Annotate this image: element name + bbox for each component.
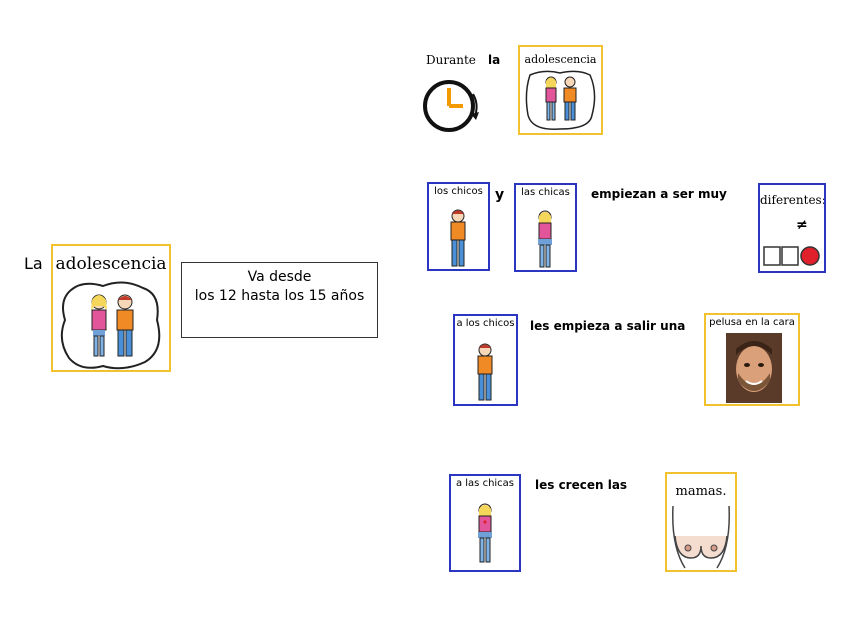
- pelusa-card: pelusa en la cara: [704, 313, 800, 406]
- textbox-line2: los 12 hasta los 15 años: [194, 288, 365, 304]
- age-range-textbox: Va desde los 12 hasta los 15 años: [181, 262, 378, 338]
- boy-icon: [477, 343, 493, 401]
- bearded-face-photo: [726, 333, 782, 403]
- a-las-chicas-card: a las chicas: [449, 474, 521, 572]
- not-equal-symbol: ≠: [796, 217, 808, 233]
- girl-icon: [538, 210, 552, 268]
- boy-icon: [450, 209, 466, 267]
- clock-label: Durante: [426, 53, 476, 67]
- different-shapes-icon: [763, 246, 820, 266]
- row3-phrase: les empieza a salir una: [530, 319, 686, 333]
- las-chicas-card: las chicas: [514, 183, 577, 272]
- los-chicos-card: los chicos: [427, 182, 490, 271]
- card-caption: los chicos: [434, 186, 483, 197]
- girl-icon: [478, 503, 492, 563]
- card-caption: a los chicos: [456, 318, 515, 329]
- card-title: adolescencia: [55, 254, 167, 274]
- card-title: adolescencia: [524, 53, 597, 66]
- teen-couple-icon: [60, 281, 161, 370]
- row2-phrase: empiezan a ser muy: [591, 187, 727, 201]
- card-caption: a las chicas: [455, 478, 515, 489]
- connector-word: y: [495, 187, 505, 203]
- breasts-icon: [672, 506, 730, 569]
- card-caption: las chicas: [521, 187, 570, 198]
- adolescencia-card-small: adolescencia: [518, 45, 603, 135]
- textbox-line1: Va desde: [247, 269, 312, 285]
- mamas-card: mamas.: [665, 472, 737, 572]
- card-caption: diferentes:: [760, 193, 826, 207]
- card-caption: pelusa en la cara: [709, 317, 795, 328]
- a-los-chicos-card: a los chicos: [453, 314, 518, 406]
- card-caption: mamas.: [675, 484, 727, 499]
- row4-phrase: les crecen las: [535, 478, 628, 492]
- adolescencia-card-large: adolescencia: [51, 244, 171, 372]
- intro-word: La: [24, 254, 43, 273]
- teen-couple-icon: [525, 70, 596, 130]
- clock-icon: [423, 80, 479, 132]
- row1-word: la: [488, 53, 501, 67]
- diferentes-card: diferentes: ≠: [758, 183, 826, 273]
